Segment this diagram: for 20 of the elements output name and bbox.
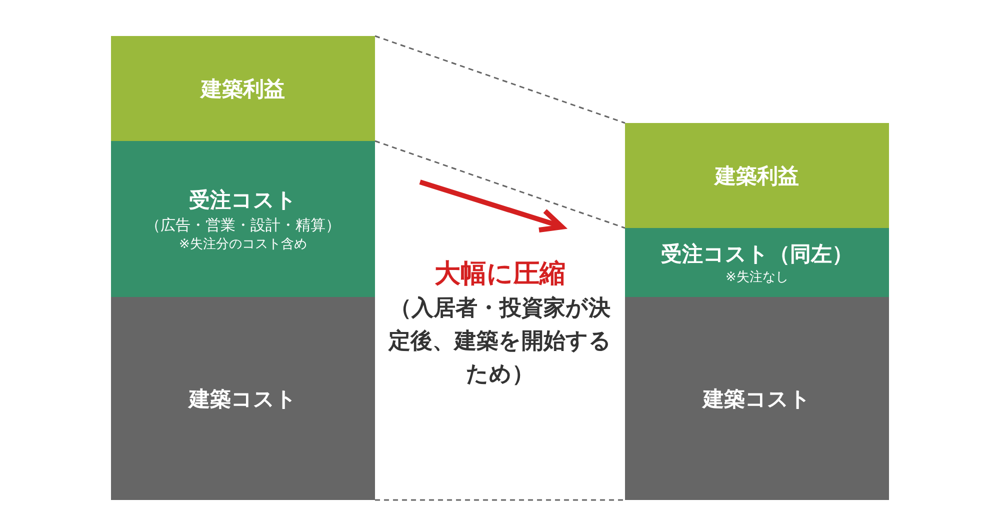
segment-title: 建築利益 xyxy=(201,76,285,102)
segment-note: ※失注なし xyxy=(726,268,788,286)
segment-title: 建築利益 xyxy=(715,162,799,190)
segment-title: 受注コスト（同左） xyxy=(661,240,853,268)
segment-title: 建築コスト xyxy=(189,386,297,412)
profit-bar-segment xyxy=(111,36,375,141)
cost-bar-segment xyxy=(111,297,375,500)
segment-note: ※失注分のコスト含め xyxy=(179,236,307,252)
explanation-text: （入居者・投資家が決定後、建築を開始するため） xyxy=(387,294,612,389)
cost-bar-segment xyxy=(625,297,889,500)
dashed-guide-line xyxy=(374,140,626,229)
dashed-guide-line xyxy=(374,35,626,124)
cost-bar-segment xyxy=(625,228,889,297)
dashed-guide-line xyxy=(375,499,625,501)
emphasis-text: 大幅に圧縮 xyxy=(434,258,566,291)
segment-title: 建築コスト xyxy=(703,386,811,412)
segment-title: 受注コスト xyxy=(189,186,297,214)
profit-bar-segment xyxy=(625,123,889,228)
cost-bar-segment xyxy=(111,141,375,297)
segment-subtitle: （広告・営業・設計・精算） xyxy=(146,216,340,234)
